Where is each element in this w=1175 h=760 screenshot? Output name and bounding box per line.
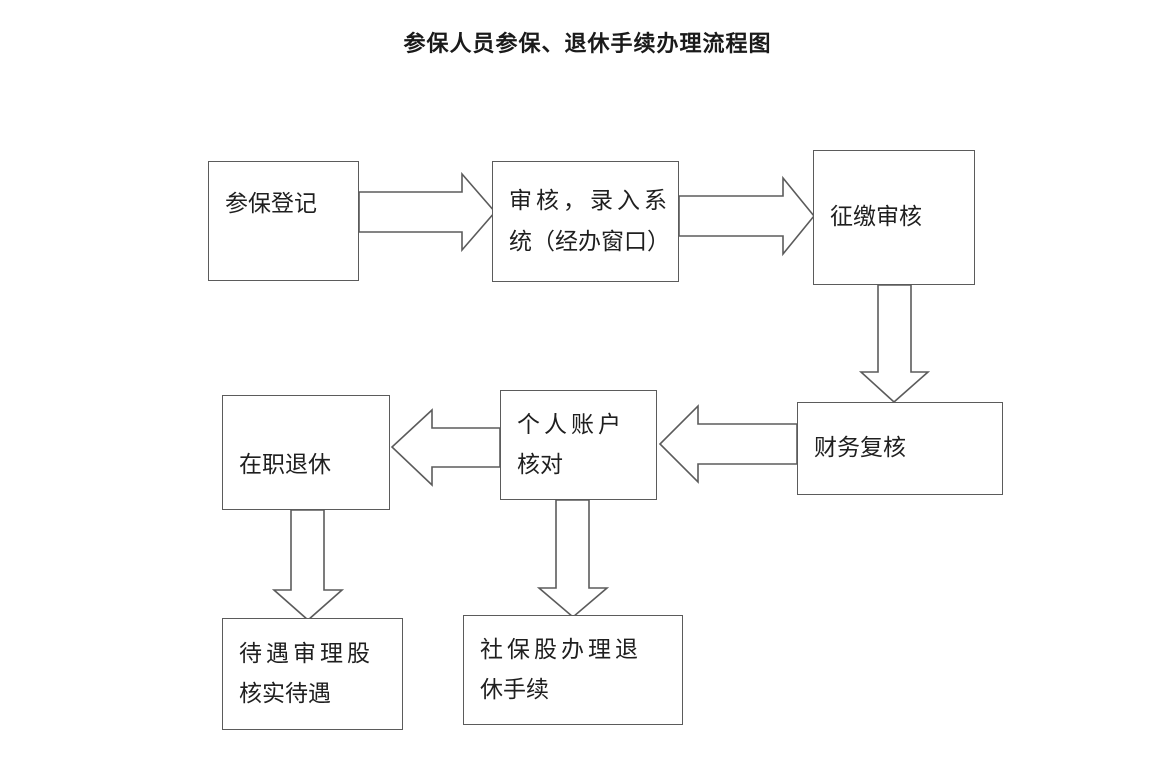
node-label-line: 财务复核 bbox=[814, 435, 906, 462]
arrow-zaizhi-to-daiyu bbox=[271, 509, 345, 622]
node-caiwu-fuhe[interactable]: 财务复核 bbox=[797, 402, 1003, 495]
arrow-shenhe-to-zhengjiao bbox=[678, 175, 816, 257]
node-label-line: 参保登记 bbox=[225, 191, 317, 217]
node-label-line: 休手续 bbox=[480, 677, 549, 703]
arrow-zhengjiao-to-caiwu bbox=[858, 284, 931, 404]
node-label-line: 核对 bbox=[517, 452, 563, 478]
page-title: 参保人员参保、退休手续办理流程图 bbox=[403, 32, 772, 57]
node-label-line: 审核，录入系 bbox=[509, 188, 671, 215]
node-shenhe-luru-xitong[interactable]: 审核，录入系 统（经办窗口） bbox=[492, 161, 679, 282]
node-label-line: 个人账户 bbox=[517, 411, 625, 438]
node-daiyu-shenli-gu[interactable]: 待遇审理股 核实待遇 bbox=[222, 618, 403, 730]
node-label-line: 统（经办窗口） bbox=[509, 228, 670, 255]
arrow-gerenzhanghu-to-zaizhi bbox=[390, 408, 501, 487]
node-zaizhi-tuixiu[interactable]: 在职退休 bbox=[222, 395, 390, 510]
node-label-line: 核实待遇 bbox=[239, 681, 331, 707]
node-label-line: 社保股办理退 bbox=[480, 636, 642, 663]
node-label-line: 征缴审核 bbox=[830, 204, 922, 231]
arrow-caiwu-to-gerenzhanghu bbox=[658, 404, 798, 484]
node-shebao-gu-tuixiu[interactable]: 社保股办理退 休手续 bbox=[463, 615, 683, 725]
arrow-canbao-to-shenhe bbox=[358, 171, 497, 253]
node-label-line: 待遇审理股 bbox=[239, 640, 374, 667]
node-geren-zhanghu-hedui[interactable]: 个人账户 核对 bbox=[500, 390, 657, 500]
node-label-line: 在职退休 bbox=[239, 451, 331, 478]
node-canbao-dengji[interactable]: 参保登记 bbox=[208, 161, 359, 281]
node-zhengjiao-shenhe[interactable]: 征缴审核 bbox=[813, 150, 975, 285]
arrow-gerenzhanghu-to-shebao bbox=[536, 499, 610, 619]
